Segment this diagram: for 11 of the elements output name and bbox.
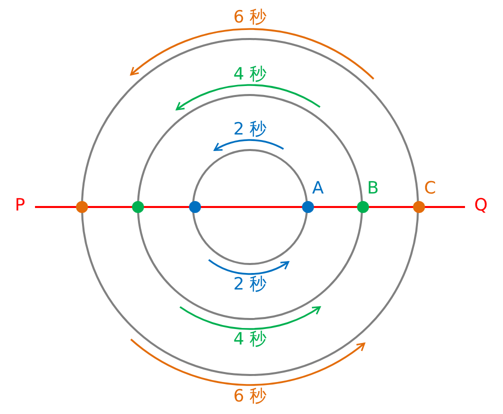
point-label: A <box>312 180 324 198</box>
time-label: 6 秒 <box>233 10 267 26</box>
time-label: 6 秒 <box>233 388 267 406</box>
point-label: B <box>367 180 379 198</box>
time-label: 2 秒 <box>233 122 267 138</box>
time-label: 2 秒 <box>233 276 267 294</box>
time-label: 4 秒 <box>233 332 267 348</box>
point-label: Q <box>474 198 488 214</box>
time-label: 4 秒 <box>233 66 267 84</box>
point-label: P <box>14 198 26 214</box>
point-label: C <box>424 180 436 198</box>
